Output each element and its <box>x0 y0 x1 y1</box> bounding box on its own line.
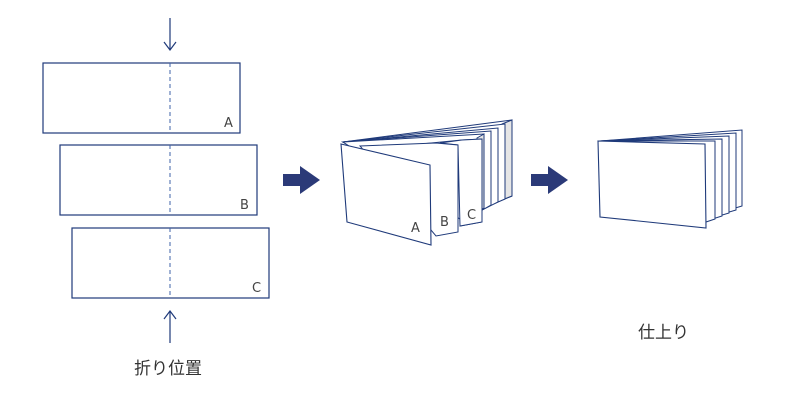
sheet-a: A <box>42 62 241 134</box>
flat-sheets-group: A B C <box>42 18 270 343</box>
finished-label: 仕上り <box>638 323 689 343</box>
finished-booklet <box>597 129 743 229</box>
sheet-b-label: B <box>240 198 249 213</box>
booklet-page-c: C <box>379 138 483 227</box>
sheet-b: B <box>59 144 258 216</box>
booklet-page-c-label: C <box>467 208 476 223</box>
fold-arrow-top-icon <box>163 18 177 51</box>
fold-arrow-bottom-icon <box>163 310 177 343</box>
booklet-page-a: A <box>340 143 432 246</box>
step-arrow-2-icon <box>531 166 568 194</box>
step-arrow-1-icon <box>283 166 320 194</box>
sheet-c-label: C <box>252 281 261 296</box>
nested-booklet: C B A <box>340 119 513 246</box>
sheet-a-label: A <box>224 116 233 131</box>
booklet-page-a-label: A <box>411 221 420 236</box>
fold-position-label: 折り位置 <box>134 359 202 379</box>
booklet-page-b-label: B <box>440 215 449 230</box>
